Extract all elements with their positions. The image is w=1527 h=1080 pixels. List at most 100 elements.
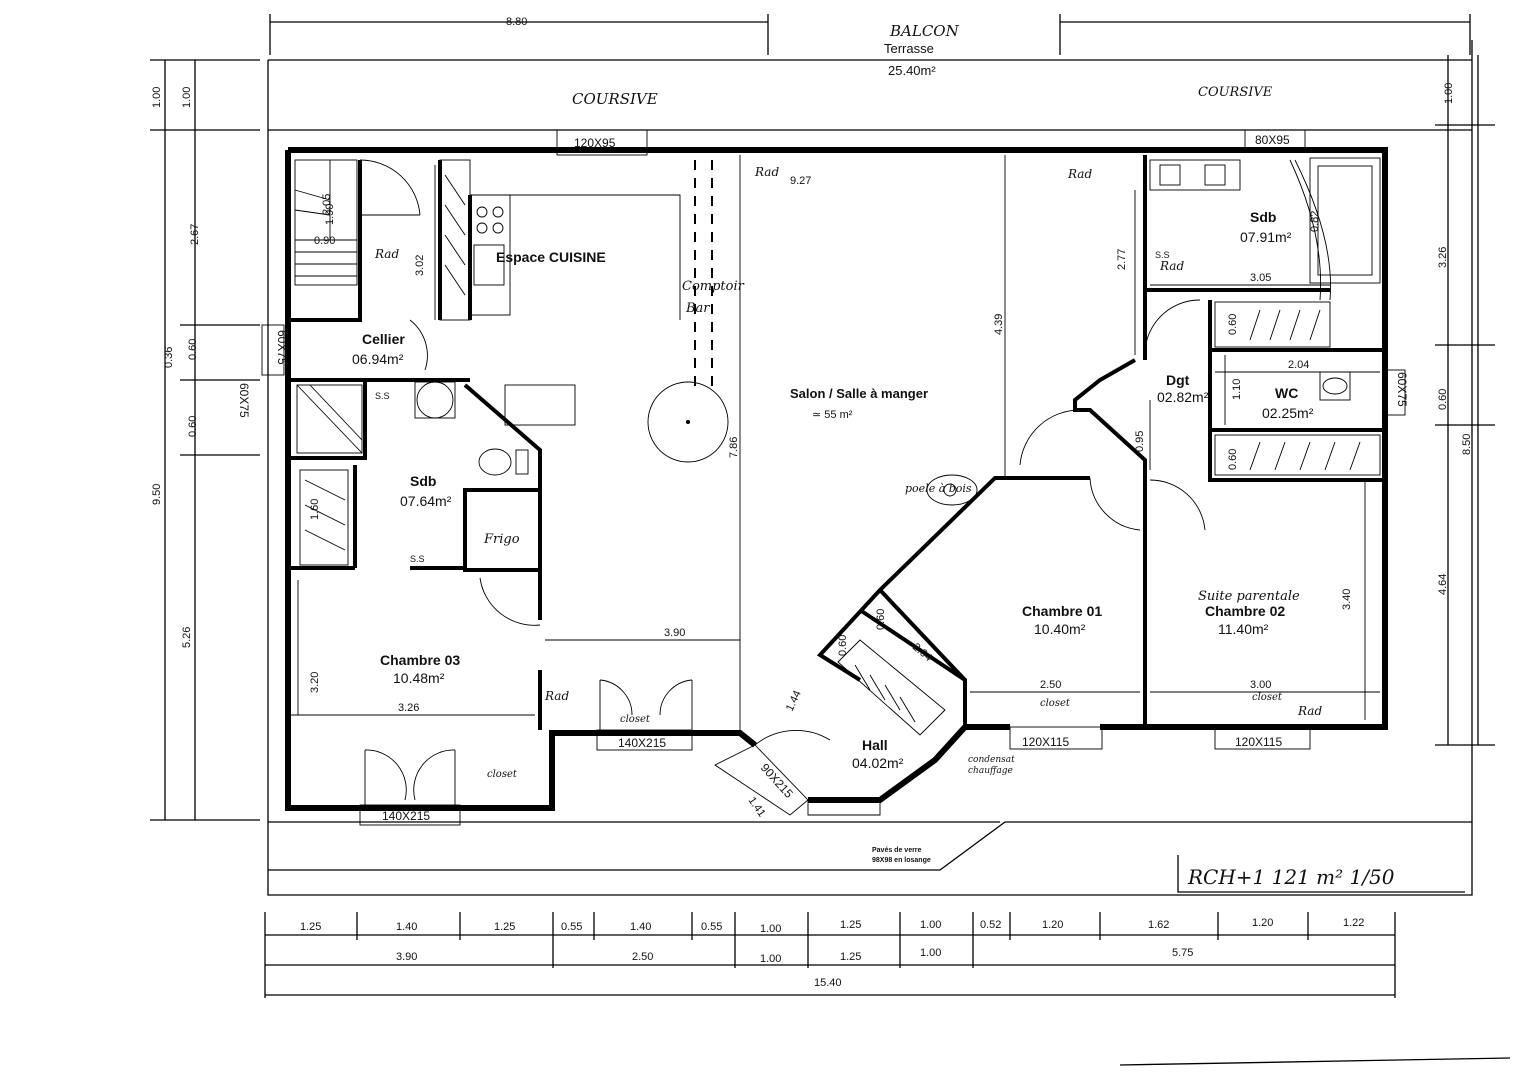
room-sdb-left: Sdb [410, 473, 436, 489]
right-dim-1-00: 1.00 [1443, 83, 1455, 104]
right-dim-0-60: 0.60 [1437, 389, 1449, 410]
sdb-left-area: 07.64m² [400, 493, 452, 509]
dim-3-05: 3.05 [1250, 272, 1271, 284]
left-dim-0-36: 0.36 [163, 347, 175, 368]
room-dgt: Dgt [1166, 372, 1190, 388]
room-cellier: Cellier [362, 331, 405, 347]
window-60x75-shower: 60X75 [237, 383, 251, 418]
left-dimension-lines [150, 59, 260, 821]
closet-label: closet [620, 714, 651, 725]
bottom-dimension-lines [264, 912, 1396, 998]
bottom-dim-14: 1.22 [1343, 917, 1364, 929]
dim-1-41: 1.41 [746, 795, 768, 819]
chambre03-area: 10.48m² [393, 670, 445, 686]
staircase [294, 159, 421, 286]
dim-0-95: 0.95 [1134, 431, 1146, 452]
sink-mark-right: S.S [1155, 250, 1170, 260]
dim-2-77: 2.77 [1116, 249, 1128, 270]
bottom-dim-5: 1.40 [630, 921, 651, 933]
bottom-dim-6: 0.55 [701, 921, 722, 933]
rad-label: Rad [544, 689, 569, 703]
dim-1-10: 1.10 [1231, 379, 1243, 400]
suite-parentale-label: Suite parentale [1198, 589, 1300, 604]
dim-2-50: 2.50 [1040, 679, 1061, 691]
coursive-right-label: COURSIVE [1198, 85, 1273, 100]
closet-label: closet [1040, 698, 1071, 709]
left-bath-fixtures [296, 381, 576, 566]
dim-3-40: 3.40 [1341, 589, 1353, 610]
window-120x115-chambre01: 120X115 [1022, 735, 1069, 749]
bottom-dim-7: 1.00 [760, 923, 781, 935]
closet-label: closet [487, 769, 518, 780]
room-hall: Hall [862, 737, 888, 753]
cellier-area: 06.94m² [352, 351, 404, 367]
balcon-label: BALCON [889, 22, 960, 40]
room-chambre01: Chambre 01 [1022, 603, 1102, 619]
right-bath-fixtures [1149, 157, 1381, 476]
chambre01-area: 10.40m² [1034, 621, 1086, 637]
window-120x115-chambre02: 120X115 [1235, 735, 1282, 749]
poele-label: poele à bois [905, 482, 972, 495]
dim-1-44: 1.44 [784, 689, 804, 713]
right-dim-4-64: 4.64 [1437, 574, 1449, 595]
left-dim-1-00-inner: 1.00 [181, 87, 193, 108]
window-140x215-salon: 140X215 [618, 736, 666, 750]
bottom-dim-12: 1.62 [1148, 919, 1169, 931]
wc-area: 02.25m² [1262, 405, 1314, 421]
dim-7-86: 7.86 [728, 437, 740, 458]
dim-1-90: 1.90 [324, 204, 336, 225]
left-dim-0-60-bottom: 0.60 [187, 416, 199, 437]
dim-0-60-closet-bottom: 0.60 [1227, 449, 1239, 470]
salon-area: ≃ 55 m² [812, 409, 853, 421]
rad-label: Rad [1297, 704, 1322, 718]
bottom-dim-9: 1.00 [920, 919, 941, 931]
hall-closet [837, 474, 978, 736]
dim-3-00: 3.00 [1250, 679, 1271, 691]
title-block-frame [1119, 855, 1511, 1066]
title-block: RCH+1 121 m² 1/50 [1187, 865, 1395, 889]
bottom-dim-11: 1.20 [1042, 919, 1063, 931]
sink-mark-bottom: S.S [410, 554, 425, 564]
bottom-total-dim: 15.40 [814, 977, 842, 989]
right-dim-8-50: 8.50 [1461, 434, 1473, 455]
right-dimension-lines [1435, 55, 1495, 746]
dim-3-02: 3.02 [414, 255, 426, 276]
chambre02-area: 11.40m² [1218, 621, 1269, 637]
left-dim-2-67: 2.67 [189, 224, 201, 245]
bottom-dim-4: 0.55 [561, 921, 582, 933]
window-140x215-chambre03: 140X215 [382, 809, 430, 823]
interior-dim-lines [290, 155, 1380, 730]
frigo-label: Frigo [483, 532, 520, 547]
bottom-sub-dim-4: 1.25 [840, 951, 861, 963]
bottom-sub-dim-3: 1.00 [760, 953, 781, 965]
kitchen-fixtures [439, 159, 729, 463]
room-wc: WC [1275, 385, 1298, 401]
window-60x75-right: 60X75 [1395, 372, 1409, 407]
dim-0-60-hall-b: 0.60 [875, 609, 887, 630]
left-dim-1-00-outer: 1.00 [151, 87, 163, 108]
dim-3-90: 3.90 [664, 627, 685, 639]
dim-3-26: 3.26 [398, 702, 419, 714]
coursive-left-label: COURSIVE [572, 90, 658, 108]
window-80x95: 80X95 [1255, 133, 1290, 147]
paves-label: Pavés de verre [872, 847, 922, 854]
dim-0-60-hall: 0.60 [837, 635, 849, 656]
sdb-right-area: 07.91m² [1240, 229, 1292, 245]
left-dim-5-26: 5.26 [181, 627, 193, 648]
hall-area: 04.02m² [852, 755, 904, 771]
dim-4-39: 4.39 [993, 314, 1005, 335]
bottom-sub-dim-6: 5.75 [1172, 947, 1193, 959]
closet-label: closet [1252, 692, 1283, 703]
bottom-dim-2: 1.40 [396, 921, 417, 933]
dim-3-20: 3.20 [309, 672, 321, 693]
bottom-dim-8: 1.25 [840, 919, 861, 931]
bottom-dim-13: 1.20 [1252, 917, 1273, 929]
window-frames [261, 129, 1406, 826]
top-dimension-bars [269, 14, 1471, 55]
left-dim-9-50: 9.50 [151, 484, 163, 505]
dim-0-60-closet-top: 0.60 [1227, 314, 1239, 335]
terrasse-label: Terrasse [884, 41, 934, 56]
room-cuisine: Espace CUISINE [496, 249, 606, 265]
condensat-label: condensat [968, 755, 1015, 765]
dim-0-82: 0.82 [1309, 211, 1321, 232]
